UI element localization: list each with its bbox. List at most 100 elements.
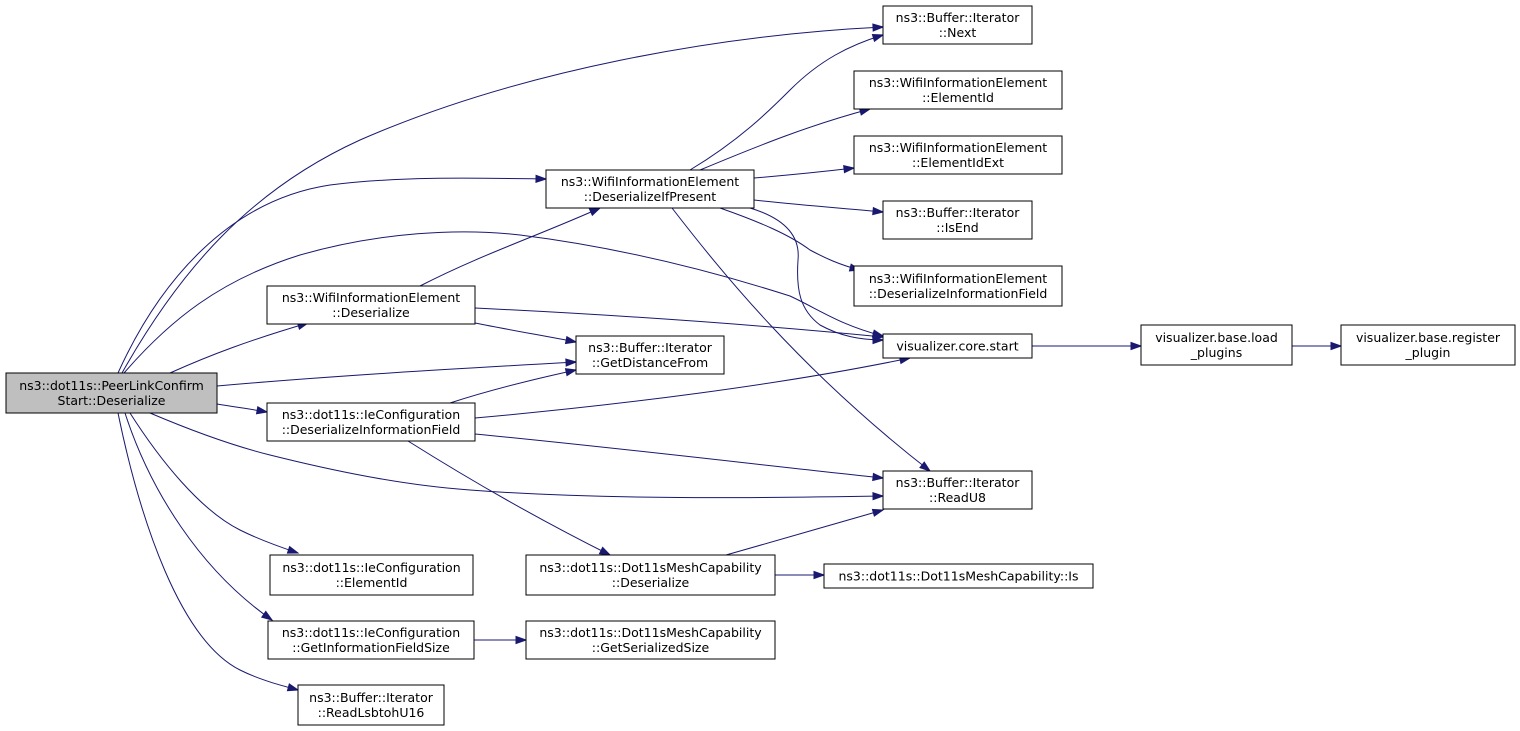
node-box [853, 265, 1063, 307]
node-iecfg-elementid[interactable]: ns3::dot11s::IeConfiguration::ElementId [269, 554, 474, 596]
node-box [266, 402, 476, 442]
node-label-line: ns3::dot11s::IeConfiguration [282, 560, 460, 575]
node-box [882, 470, 1033, 510]
arrowhead-readu8 [919, 461, 932, 472]
node-label-line: ns3::Buffer::Iterator [896, 205, 1021, 220]
edge-wie_desifpresent-to-vis_core_start [749, 207, 884, 341]
node-label-line: ns3::dot11s::Dot11sMeshCapability::Is [839, 569, 1079, 584]
arrowhead-isend [872, 206, 885, 216]
edge-root-to-readlsbtohu16 [117, 412, 299, 691]
edge-root-to-vis_core_start [123, 231, 884, 374]
arrowhead-iecfg_getinfofieldsize [260, 610, 274, 621]
edge-root-to-wie_desifpresent [117, 177, 547, 374]
node-box [823, 563, 1094, 589]
node-meshcap-getserializedsize[interactable]: ns3::dot11s::Dot11sMeshCapability::GetSe… [525, 620, 776, 660]
node-label-line: Start::Deserialize [58, 393, 166, 408]
node-label-line: ::DeserializeInformationField [282, 422, 461, 437]
arrowhead-readlsbtohu16 [286, 683, 300, 692]
node-box [882, 200, 1033, 240]
node-label-line: ns3::Buffer::Iterator [896, 10, 1021, 25]
node-meshcap-is[interactable]: ns3::dot11s::Dot11sMeshCapability::Is [823, 563, 1094, 589]
arrowhead-meshcap_deserialize [598, 546, 612, 556]
node-label-line: ::GetDistanceFrom [592, 355, 708, 370]
node-vis-load-plugins[interactable]: visualizer.base.load_plugins [1140, 324, 1293, 366]
node-wie-deserialize[interactable]: ns3::WifiInformationElement::Deserialize [266, 285, 476, 325]
node-label-line: ns3::Buffer::Iterator [309, 690, 434, 705]
edge-iecfg_desinfofield-to-meshcap_deserialize [407, 440, 611, 556]
edge-root-to-iecfg_elementid [129, 412, 299, 554]
node-iecfg-desinfofield[interactable]: ns3::dot11s::IeConfiguration::Deserializ… [266, 402, 476, 442]
edge-root-to-getdistancefrom [216, 361, 577, 387]
node-label-line: ::Next [939, 25, 977, 40]
arrowhead-vis_register_plugin [1330, 341, 1343, 351]
node-box [1340, 324, 1516, 366]
node-label-line: ns3::Buffer::Iterator [896, 475, 1021, 490]
node-label-line: ns3::dot11s::Dot11sMeshCapability [539, 625, 762, 640]
edge-root-to-next [121, 26, 884, 374]
node-box [525, 620, 776, 660]
node-box [297, 684, 445, 726]
node-box [1140, 324, 1293, 366]
arrowhead-meshcap_getserializedsize [515, 635, 528, 645]
node-label-line: ::IsEnd [936, 220, 978, 235]
node-vis-register-plugin[interactable]: visualizer.base.register_plugin [1340, 324, 1516, 366]
node-vis-core-start[interactable]: visualizer.core.start [882, 333, 1033, 359]
call-graph-nodes: ns3::dot11s::PeerLinkConfirmStart::Deser… [5, 5, 1516, 726]
node-wie-elementidext[interactable]: ns3::WifiInformationElement::ElementIdEx… [853, 135, 1063, 175]
node-label-line: ns3::WifiInformationElement [869, 75, 1047, 90]
node-label-line: ns3::Buffer::Iterator [588, 340, 713, 355]
node-root[interactable]: ns3::dot11s::PeerLinkConfirmStart::Deser… [5, 372, 218, 414]
arrowhead-readu8 [871, 508, 885, 517]
edge-meshcap_deserialize-to-readu8 [725, 509, 884, 556]
edge-root-to-iecfg_getinfofieldsize [124, 412, 273, 621]
node-wie-desifpresent[interactable]: ns3::WifiInformationElement::Deserialize… [545, 169, 755, 209]
arrowhead-wie_elementidext [843, 165, 856, 174]
node-label-line: ::ElementId [336, 575, 408, 590]
node-box [853, 135, 1063, 175]
arrowhead-next [871, 34, 885, 43]
node-readu8[interactable]: ns3::Buffer::Iterator::ReadU8 [882, 470, 1033, 510]
node-getdistancefrom[interactable]: ns3::Buffer::Iterator::GetDistanceFrom [575, 335, 725, 375]
edge-iecfg_desinfofield-to-getdistancefrom [449, 369, 577, 404]
node-label-line: ::ElementIdExt [912, 155, 1004, 170]
node-label-line: ns3::WifiInformationElement [869, 140, 1047, 155]
arrowhead-getdistancefrom [564, 368, 578, 377]
arrowhead-next [872, 23, 885, 32]
edge-wie_desifpresent-to-wie_elementidext [753, 167, 855, 179]
node-next[interactable]: ns3::Buffer::Iterator::Next [882, 5, 1033, 45]
node-readlsbtohu16[interactable]: ns3::Buffer::Iterator::ReadLsbtohU16 [297, 684, 445, 726]
edge-wie_desifpresent-to-wie_elementid [699, 108, 871, 171]
node-box [267, 620, 475, 660]
node-label-line: ::GetSerializedSize [592, 640, 710, 655]
node-label-line: ::Deserialize [612, 575, 690, 590]
edge-root-to-wie_deserialize [169, 322, 309, 374]
edge-wie_deserialize-to-getdistancefrom [474, 322, 577, 343]
arrowhead-vis_core_start [872, 331, 885, 341]
edge-wie_desifpresent-to-isend [753, 199, 884, 213]
node-label-line: _plugin [1405, 345, 1451, 360]
edge-wie_desifpresent-to-readu8 [671, 207, 931, 472]
node-meshcap-deserialize[interactable]: ns3::dot11s::Dot11sMeshCapability::Deser… [525, 554, 776, 596]
node-label-line: ns3::dot11s::PeerLinkConfirm [19, 378, 204, 393]
arrowhead-wie_desifpresent [588, 207, 602, 217]
node-wie-elementid[interactable]: ns3::WifiInformationElement::ElementId [853, 70, 1063, 110]
node-label-line: ::ReadU8 [929, 490, 986, 505]
arrowhead-readu8 [872, 472, 885, 482]
node-label-line: ns3::dot11s::IeConfiguration [282, 407, 460, 422]
node-iecfg-getinfofieldsize[interactable]: ns3::dot11s::IeConfiguration::GetInforma… [267, 620, 475, 660]
node-isend[interactable]: ns3::Buffer::Iterator::IsEnd [882, 200, 1033, 240]
node-wie-desinfofield[interactable]: ns3::WifiInformationElement::Deserialize… [853, 265, 1063, 307]
node-box [525, 554, 776, 596]
edge-iecfg_desinfofield-to-vis_core_start [474, 357, 911, 419]
edge-wie_desifpresent-to-next [689, 34, 884, 171]
edge-wie_deserialize-to-wie_desifpresent [419, 207, 601, 287]
node-box [269, 554, 474, 596]
arrowhead-iecfg_desinfofield [255, 406, 269, 415]
node-label-line: visualizer.base.load [1155, 330, 1278, 345]
node-label-line: _plugins [1190, 345, 1242, 360]
node-label-line: visualizer.base.register [1356, 330, 1501, 345]
node-label-line: ::DeserializeInformationField [869, 286, 1048, 301]
node-box [853, 70, 1063, 110]
arrowhead-meshcap_is [813, 570, 826, 580]
